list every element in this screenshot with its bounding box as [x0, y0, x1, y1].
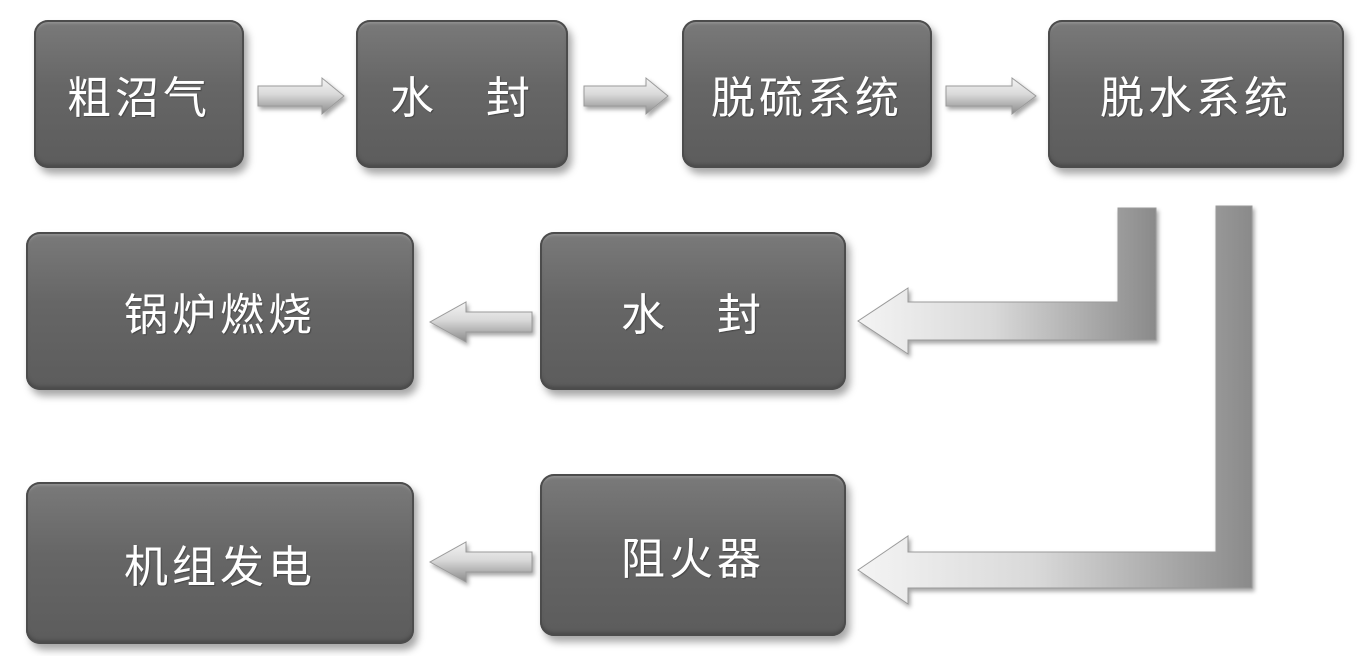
node-label: 机组发电 — [124, 542, 316, 593]
arrow-dehydration-to-water-seal — [857, 207, 1157, 355]
arrow-raw-biogas-to-water-seal — [257, 76, 345, 116]
node-label: 水 封 — [621, 290, 765, 341]
arrow-flame-arrester-to-generator — [428, 541, 533, 583]
node-label: 阻火器 — [621, 534, 765, 585]
node-label: 水 封 — [390, 73, 534, 124]
node-label: 锅炉燃烧 — [124, 290, 316, 341]
arrow-water-seal-to-boiler — [428, 301, 533, 343]
node-generator-set: 机组发电 — [26, 482, 414, 644]
node-label: 脱硫系统 — [711, 73, 903, 124]
node-dehydration: 脱水系统 — [1048, 20, 1344, 168]
arrow-water-seal-to-desulfurization — [583, 76, 669, 116]
arrow-desulfurization-to-dehydration — [945, 77, 1037, 115]
node-water-seal-1: 水 封 — [356, 20, 568, 168]
node-boiler-combustion: 锅炉燃烧 — [26, 232, 414, 390]
node-label: 粗沼气 — [67, 73, 211, 124]
node-desulfurization: 脱硫系统 — [682, 20, 932, 168]
node-raw-biogas: 粗沼气 — [34, 20, 244, 168]
node-flame-arrester: 阻火器 — [540, 474, 846, 636]
node-label: 脱水系统 — [1100, 73, 1292, 124]
node-water-seal-2: 水 封 — [540, 232, 846, 390]
arrow-dehydration-to-flame-arrester — [857, 205, 1253, 605]
